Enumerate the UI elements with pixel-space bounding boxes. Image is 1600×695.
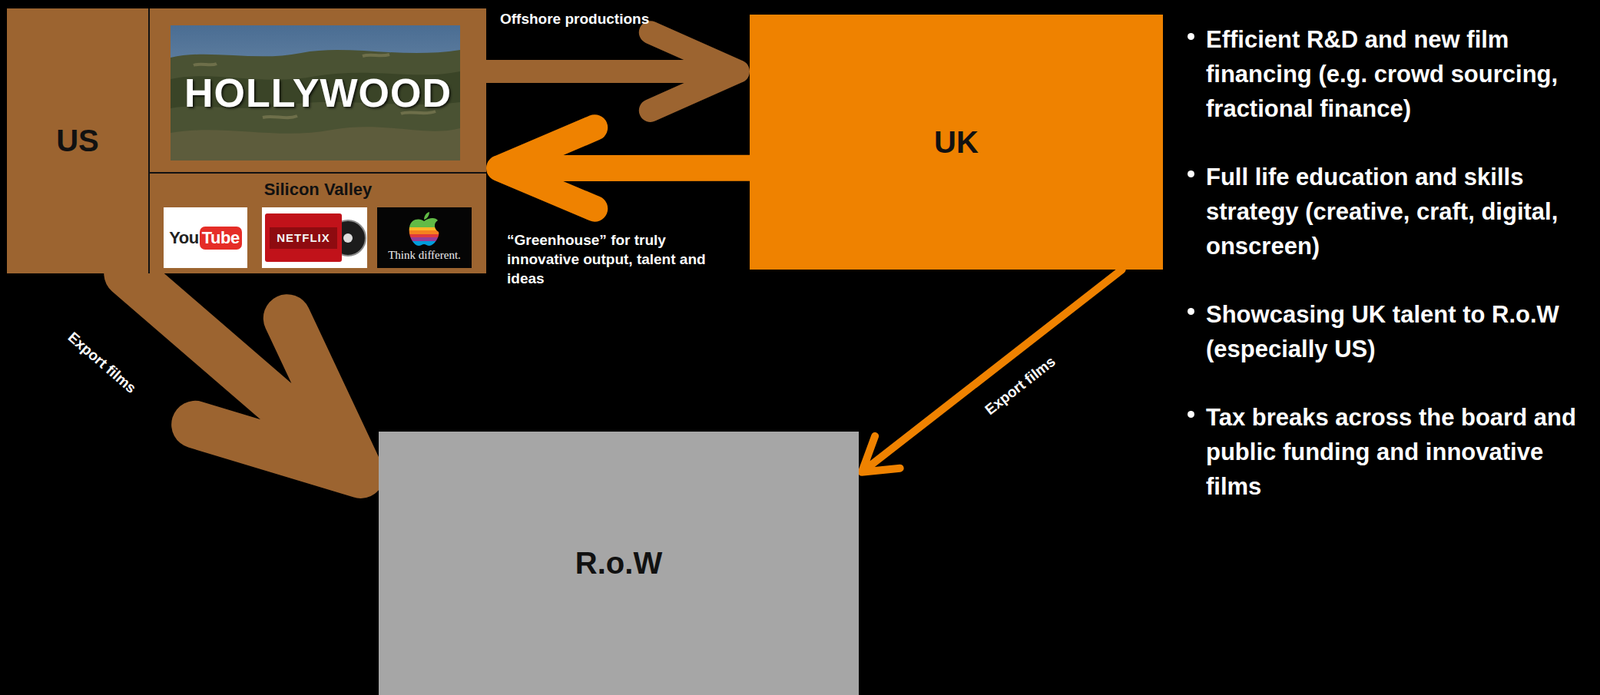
label-anchor: Export films xyxy=(980,351,1060,419)
bullet-item: Tax breaks across the board and public f… xyxy=(1187,400,1594,504)
region-title: US xyxy=(6,8,149,274)
bullet-text: Full life education and skills strategy … xyxy=(1205,159,1594,264)
arrow-connector xyxy=(499,127,750,209)
bullet-dot xyxy=(1187,410,1195,418)
bullet-list: Efficient R&D and new film financing (e.… xyxy=(1187,22,1594,538)
logo-word: Tube xyxy=(199,226,242,250)
connector-label: Export films xyxy=(63,327,140,398)
sign-text: HOLLYWOOD xyxy=(184,69,452,116)
group-cell: Silicon ValleyYouTube NETFLIX Think diff… xyxy=(148,173,487,274)
bullet-text: Tax breaks across the board and public f… xyxy=(1205,400,1594,504)
region-title: R.o.W xyxy=(575,546,663,581)
logo-word: NETFLIX xyxy=(265,207,342,269)
group-title: Silicon Valley xyxy=(149,173,487,200)
arrow-connector xyxy=(127,273,361,475)
logo-tile: NETFLIX xyxy=(261,207,368,269)
region-title: UK xyxy=(934,125,979,160)
connector-label: “Greenhouse” for truly innovative output… xyxy=(506,230,738,289)
bullet-item: Full life education and skills strategy … xyxy=(1187,159,1594,264)
bullet-item: Showcasing UK talent to R.o.W (especiall… xyxy=(1187,297,1594,367)
logo-tile: Think different. xyxy=(377,207,472,269)
bullet-text: Showcasing UK talent to R.o.W (especiall… xyxy=(1205,297,1594,367)
logo-word: You xyxy=(168,228,199,249)
hillside xyxy=(170,49,461,161)
sky xyxy=(170,25,461,161)
connector-label: Export films xyxy=(980,351,1060,419)
disc-hole xyxy=(343,233,353,243)
region-box: UK xyxy=(749,14,1163,270)
label-anchor: Export films xyxy=(63,327,140,398)
label-anchor: Offshore productions xyxy=(500,9,654,29)
region-box: R.o.W xyxy=(378,431,859,695)
connector-label: Offshore productions xyxy=(500,9,654,29)
region-box: US HOLLYWOOD Silicon ValleyYouTube NETFLI… xyxy=(6,8,487,274)
logo-tile: YouTube xyxy=(163,207,248,269)
slogan: Think different. xyxy=(377,207,472,262)
apple-body xyxy=(409,218,440,246)
label-anchor: “Greenhouse” for truly innovative output… xyxy=(506,230,738,289)
bullet-item: Efficient R&D and new film financing (e.… xyxy=(1187,22,1594,126)
hill-slope xyxy=(170,126,461,161)
apple-leaf xyxy=(424,212,430,220)
bullet-dot xyxy=(1187,170,1195,178)
bullet-text: Efficient R&D and new film financing (e.… xyxy=(1205,22,1594,126)
picture-cell: HOLLYWOOD xyxy=(148,8,487,174)
arrow-connector xyxy=(861,269,1123,473)
bullet-dot xyxy=(1187,308,1195,315)
arrow-connector xyxy=(486,32,739,111)
bullet-dot xyxy=(1187,33,1195,40)
